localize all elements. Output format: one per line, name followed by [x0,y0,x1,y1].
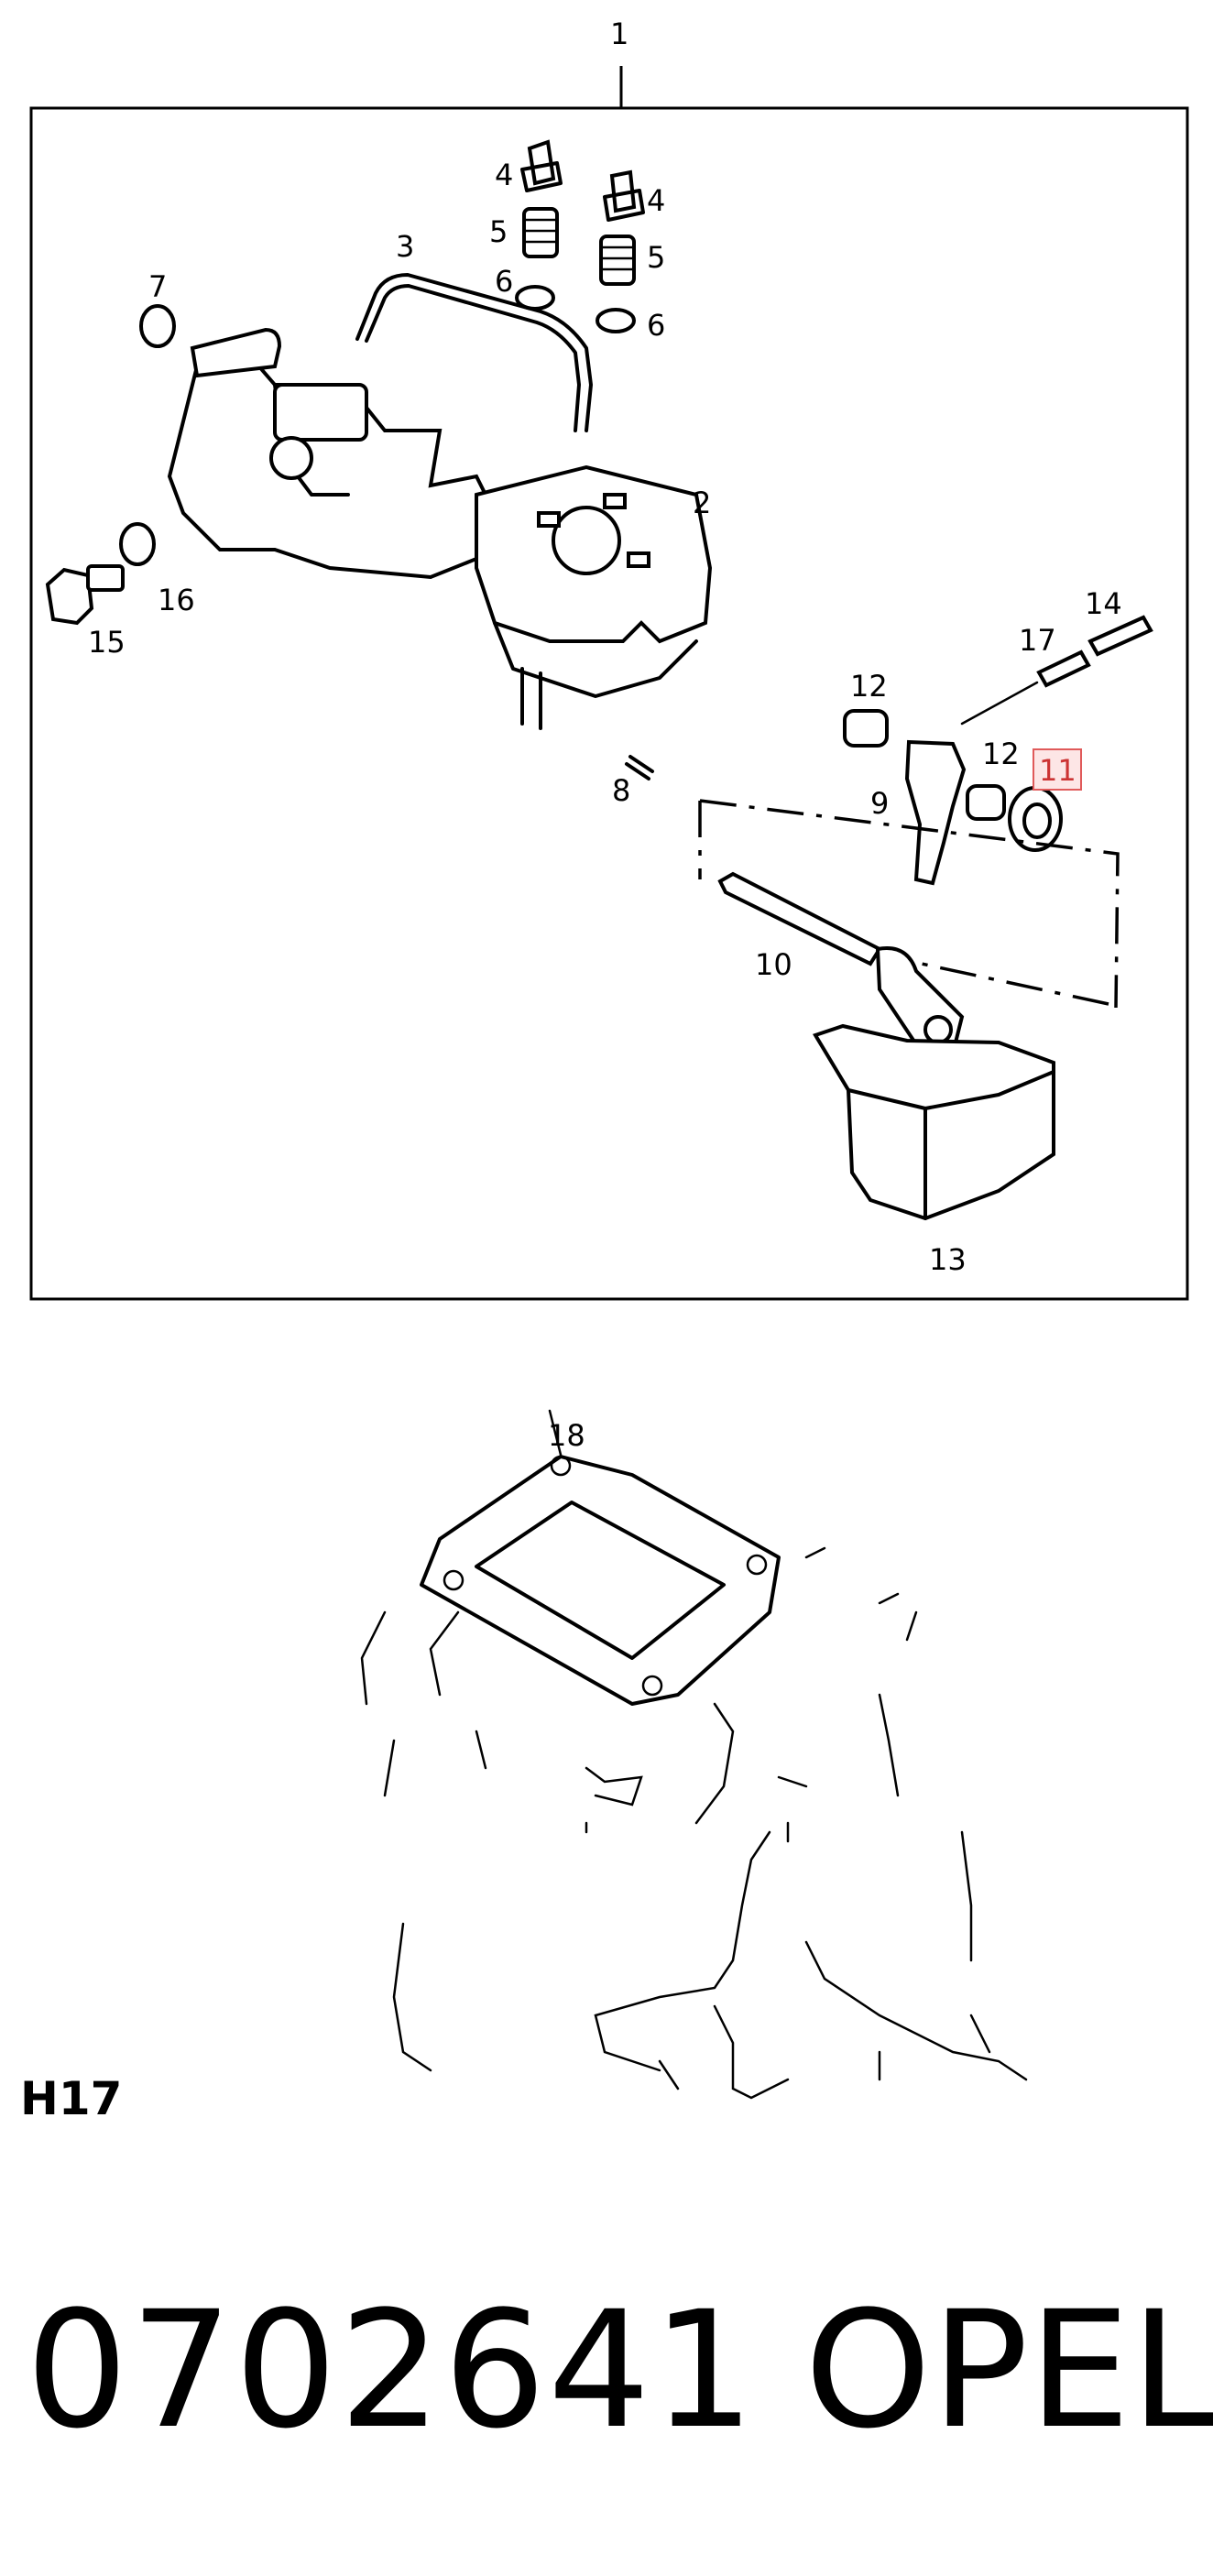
part-ring-11[interactable] [1008,786,1063,852]
part-stud-8[interactable] [625,755,654,780]
callout-14[interactable]: 14 [1085,586,1122,621]
part-lever-9[interactable] [904,739,967,886]
part-washer-16[interactable] [119,522,156,566]
callout-9[interactable]: 9 [870,786,889,821]
callout-17[interactable]: 17 [1019,623,1056,658]
part-cap-4[interactable] [520,139,645,222]
assembly-frame [29,66,1189,1301]
callout-2[interactable]: 2 [693,486,711,520]
part-shaft-10[interactable] [717,871,965,1056]
callout-4b[interactable]: 4 [647,183,665,218]
callout-12b[interactable]: 12 [982,737,1020,771]
callout-3[interactable]: 3 [396,229,414,264]
callout-7[interactable]: 7 [148,269,167,304]
callout-15[interactable]: 15 [88,625,126,660]
part-bushing-12[interactable] [843,709,1006,821]
part-pin-14[interactable] [1087,615,1153,657]
callout-11-highlight [1033,748,1082,791]
callout-16[interactable]: 16 [158,583,195,617]
part-bolt-15[interactable] [45,564,125,626]
section-code: H17 [20,2072,123,2125]
part-pin-17[interactable] [1036,649,1091,688]
part-hose-3[interactable] [355,273,593,432]
callout-8[interactable]: 8 [612,773,630,808]
callout-18[interactable]: 18 [548,1418,585,1453]
callout-12a[interactable]: 12 [850,669,888,704]
callout-5a[interactable]: 5 [489,214,508,249]
part-number: 0702641 [26,2276,757,2464]
callout-6a[interactable]: 6 [495,264,513,299]
callout-5b[interactable]: 5 [647,240,665,275]
brand-name: OPEL [804,2276,1213,2464]
part-gasket-18[interactable] [420,1409,781,1706]
callout-4a[interactable]: 4 [495,158,513,192]
part-cover-13[interactable] [813,1023,1055,1221]
callout-6b[interactable]: 6 [647,308,665,343]
callout-1[interactable]: 1 [610,16,628,51]
callout-11[interactable]: 11 [1039,753,1076,788]
part-cap-7[interactable] [139,304,176,348]
engine-block-outline [360,1546,1028,2100]
part-spring-5[interactable] [522,207,636,286]
callout-10[interactable]: 10 [755,947,792,982]
callout-13[interactable]: 13 [929,1242,967,1277]
part-housing-2[interactable] [167,327,713,730]
